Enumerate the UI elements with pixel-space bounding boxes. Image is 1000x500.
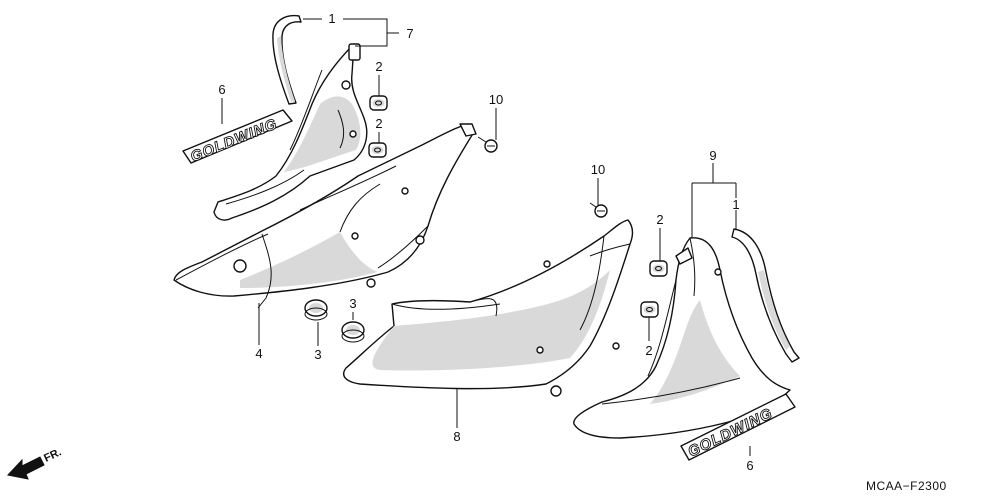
left-emblem-text: GOLDWING xyxy=(188,115,280,165)
part-2-grommet-a xyxy=(369,95,388,111)
callout-2-a: 2 xyxy=(375,59,382,74)
part-1-right-rubber-strip xyxy=(731,228,800,363)
front-label: FR. xyxy=(42,446,63,464)
part-8-main-side-cover xyxy=(342,219,634,397)
callout-1-left: 1 xyxy=(328,11,335,26)
callout-6-right: 6 xyxy=(746,458,753,473)
callout-4: 4 xyxy=(255,346,262,361)
callout-2-b: 2 xyxy=(375,116,382,131)
callout-labels: 1 7 6 2 2 10 10 2 2 9 1 4 3 3 8 6 xyxy=(218,11,753,473)
part-10-screw-b xyxy=(589,202,608,218)
part-7-inner-cover xyxy=(213,43,368,221)
part-2-grommet-b xyxy=(368,142,387,158)
callout-10-b: 10 xyxy=(591,162,605,177)
callout-2-c: 2 xyxy=(656,212,663,227)
part-9-right-inner-cover xyxy=(573,237,791,439)
part-1-left-rubber-strip xyxy=(272,14,302,105)
callout-10-a: 10 xyxy=(489,92,503,107)
callout-3-b: 3 xyxy=(349,296,356,311)
part-6-left-emblem: GOLDWING xyxy=(182,109,293,166)
diagram-code: MCAA−F2300 xyxy=(866,479,947,493)
callout-9: 9 xyxy=(709,148,716,163)
callout-8: 8 xyxy=(453,429,460,444)
callout-2-d: 2 xyxy=(645,343,652,358)
part-2-grommet-d xyxy=(640,301,659,318)
front-direction-indicator: FR. xyxy=(7,446,63,480)
part-4-left-side-cover xyxy=(173,123,477,309)
callout-6-left: 6 xyxy=(218,82,225,97)
callout-3-a: 3 xyxy=(314,347,321,362)
callout-7: 7 xyxy=(406,26,413,41)
front-arrow-icon xyxy=(7,456,45,480)
callout-1-right: 1 xyxy=(732,197,739,212)
part-2-grommet-c xyxy=(649,260,668,277)
part-3-grommet-b xyxy=(341,321,365,343)
part-3-grommet-a xyxy=(304,299,328,321)
leader-lines xyxy=(221,18,751,456)
part-10-screw-a xyxy=(477,136,498,153)
